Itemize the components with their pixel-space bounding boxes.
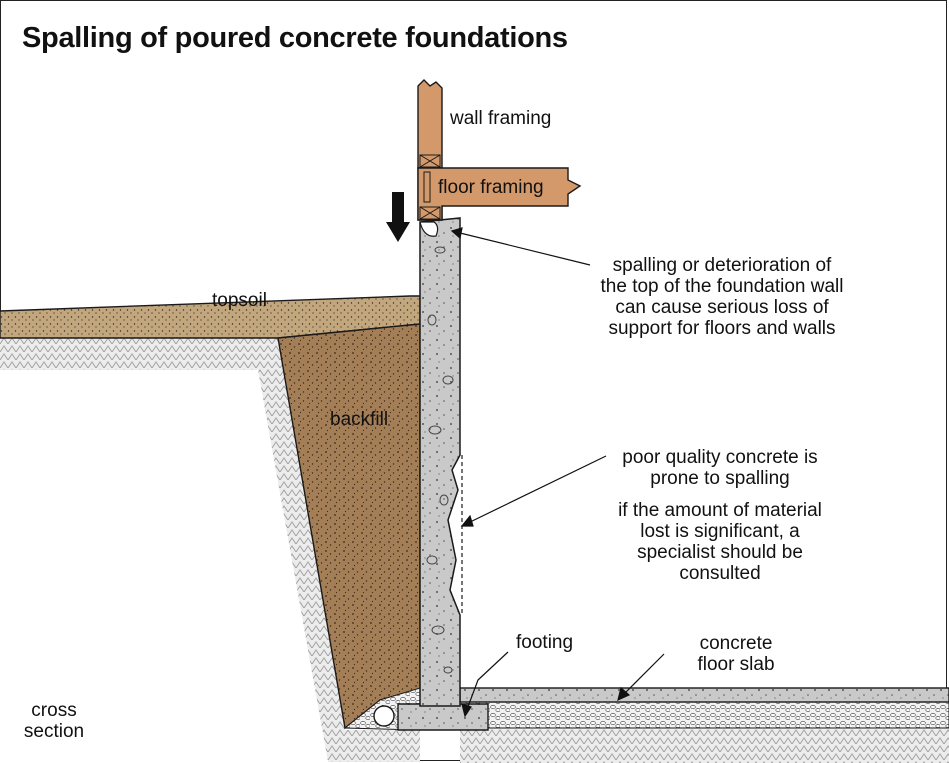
label-floor-framing: floor framing — [438, 177, 544, 198]
callout-top-line4: support for floors and walls — [608, 318, 836, 339]
spalled-wall-top — [419, 221, 439, 237]
label-cross-line2: section — [23, 721, 85, 742]
floor-joist — [417, 167, 582, 221]
label-slab-line1: concrete — [699, 633, 773, 654]
label-concrete-floor-slab: concrete floor slab — [686, 633, 786, 675]
page-title: Spalling of poured concrete foundations — [22, 22, 568, 54]
callout-top-line1: spalling or deterioration of — [612, 255, 832, 276]
callout-poor-line1: poor quality concrete is — [622, 447, 818, 468]
callout-top-spalling: spalling or deterioration of the top of … — [572, 255, 872, 339]
callout-spec-line2: lost is significant, a — [640, 521, 800, 542]
label-cross-section: cross section — [16, 700, 92, 742]
excavation-void-inner — [0, 370, 328, 762]
wall-aggregate — [426, 246, 454, 674]
foundation-wall — [419, 217, 461, 707]
framing-blocking — [419, 154, 441, 220]
callout-poor-quality: poor quality concrete is prone to spalli… — [600, 447, 840, 489]
callout-top-line3: can cause serious loss of — [615, 297, 829, 318]
concrete-floor-slab — [459, 687, 949, 703]
callout-spec-line3: specialist should be — [637, 542, 803, 563]
label-backfill: backfill — [330, 409, 389, 430]
callout-specialist: if the amount of material lost is signif… — [598, 500, 842, 584]
label-wall-framing: wall framing — [450, 108, 552, 129]
label-cross-line1: cross — [31, 700, 77, 721]
drain-pipe — [373, 705, 395, 727]
callout-spec-line1: if the amount of material — [618, 500, 822, 521]
callout-poor-line2: prone to spalling — [650, 468, 790, 489]
label-topsoil: topsoil — [212, 290, 267, 311]
load-arrow-icon — [386, 192, 410, 242]
slab-subsoil — [460, 726, 949, 763]
footing — [397, 703, 489, 731]
leader-lines — [450, 227, 665, 718]
label-slab-line2: floor slab — [697, 654, 775, 675]
callout-spec-line4: consulted — [679, 563, 761, 584]
slab-gravel — [459, 699, 949, 729]
undisturbed-band — [0, 338, 420, 762]
callout-top-line2: the top of the foundation wall — [600, 276, 844, 297]
label-footing: footing — [516, 632, 574, 653]
